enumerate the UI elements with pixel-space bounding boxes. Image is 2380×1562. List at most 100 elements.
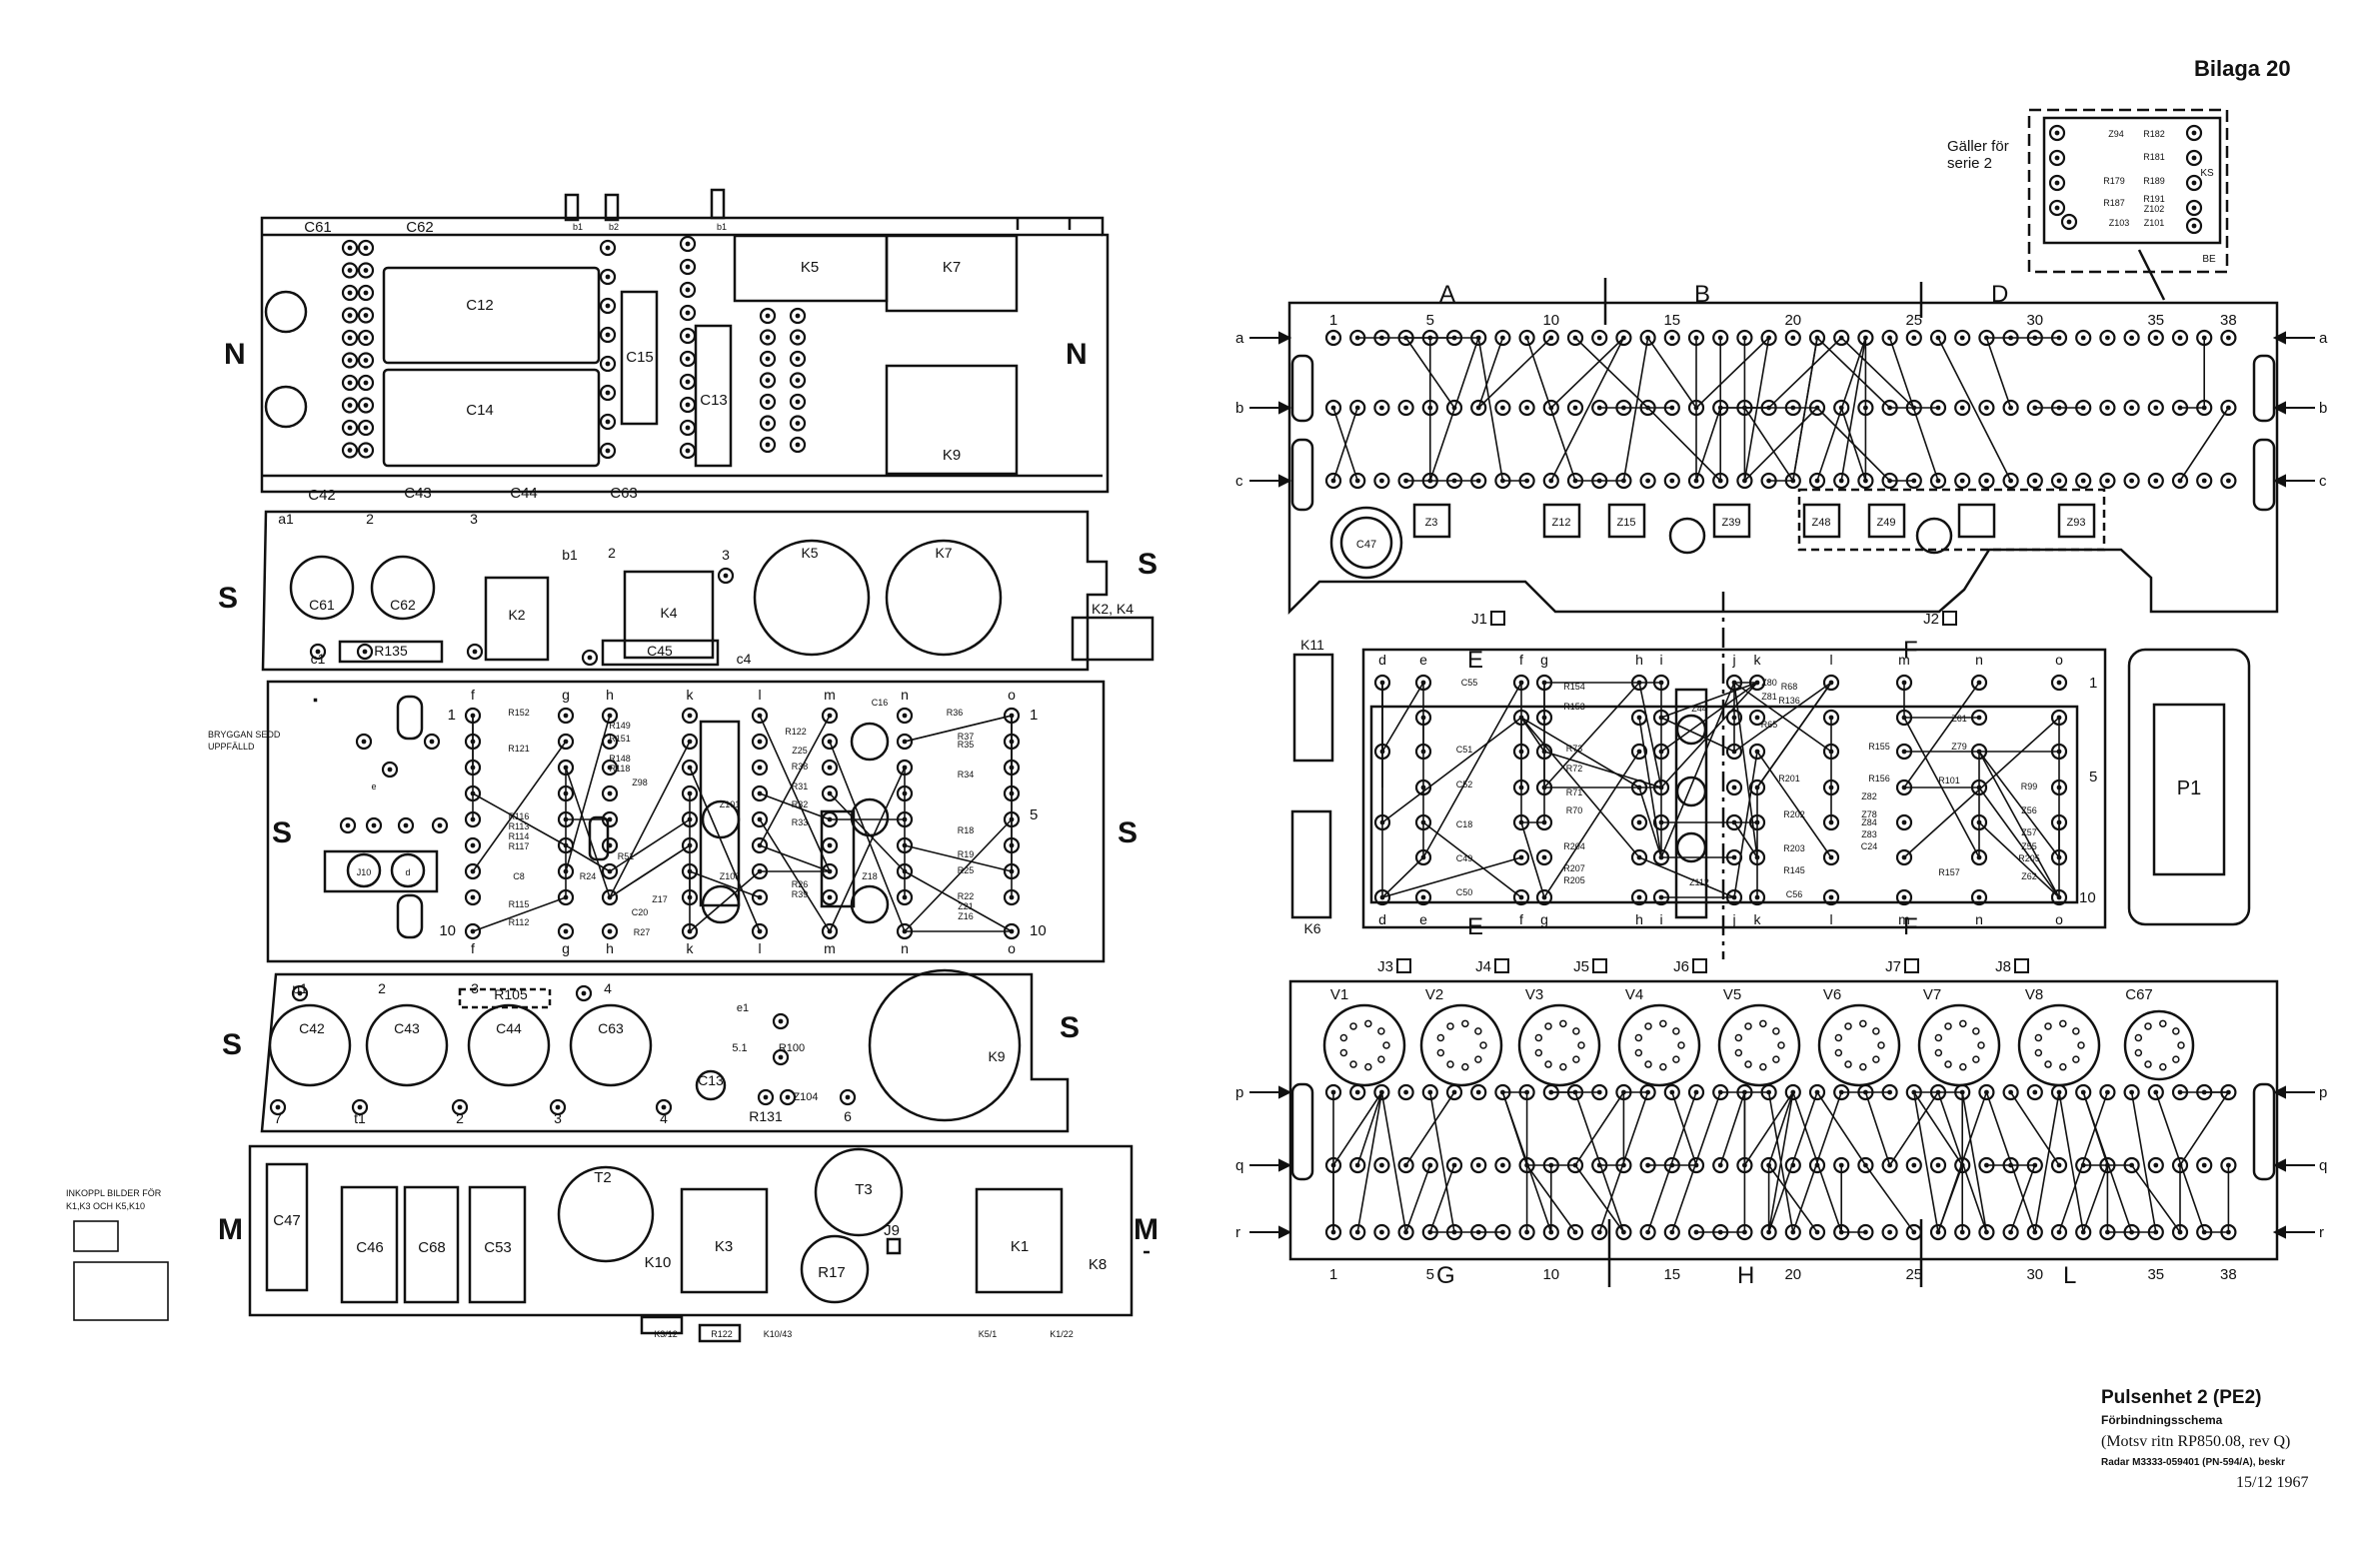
pad-hole bbox=[685, 333, 691, 339]
tube-pin bbox=[1349, 1060, 1357, 1068]
panel-s2-pad bbox=[821, 922, 839, 940]
pad-hole bbox=[2191, 223, 2197, 229]
tube-pin bbox=[1364, 1062, 1372, 1071]
mid-part-label: C51 bbox=[1456, 745, 1473, 755]
panel-m-label: K5/1 bbox=[979, 1329, 998, 1339]
pad-bottom-p-35 bbox=[2147, 1083, 2164, 1101]
pad-hole bbox=[2105, 335, 2110, 341]
pad-top-a-10 bbox=[1542, 329, 1559, 347]
jumper-table-2 bbox=[73, 1261, 169, 1321]
panel-m-label: K10/43 bbox=[764, 1329, 793, 1339]
tube-label: V1 bbox=[1330, 986, 1348, 1003]
pad-hole bbox=[1636, 894, 1642, 900]
pad-top-b-6 bbox=[1445, 399, 1463, 417]
pad-hole bbox=[2201, 478, 2207, 484]
panel-s1 bbox=[261, 510, 1155, 672]
wire bbox=[2082, 1091, 2133, 1233]
tube-pin bbox=[1959, 1019, 1967, 1028]
pad-hole bbox=[1524, 405, 1529, 411]
tube-pin bbox=[1677, 1041, 1685, 1049]
column-number-top: 35 bbox=[2147, 312, 2164, 329]
wire bbox=[1429, 1091, 1455, 1233]
tube-pin bbox=[1877, 1041, 1885, 1049]
wire bbox=[1816, 1091, 1867, 1166]
panel-s2-part-label: R19 bbox=[958, 849, 975, 859]
section-ticks bbox=[1603, 278, 1923, 1287]
pad-bottom-q-35 bbox=[2147, 1156, 2164, 1174]
tube-pin bbox=[1734, 1048, 1743, 1057]
panel-n-label: K7 bbox=[943, 259, 961, 276]
wire bbox=[689, 767, 761, 932]
pad-hole bbox=[347, 380, 353, 386]
pad-hole bbox=[763, 1094, 769, 1100]
column-number-top: 25 bbox=[1905, 312, 1922, 329]
pad-top-b-22 bbox=[1833, 399, 1850, 417]
side-label-s3-left: S bbox=[222, 1028, 242, 1061]
pad-hole bbox=[1669, 478, 1675, 484]
panel-s2-pad bbox=[821, 836, 839, 854]
panel-s2-part-label: R32 bbox=[792, 799, 809, 809]
column-number-top: 20 bbox=[1784, 312, 1801, 329]
tube-pin bbox=[1934, 1033, 1943, 1042]
panel-s2-pad bbox=[601, 784, 619, 802]
wire bbox=[1767, 1091, 1818, 1233]
panel-n-pad bbox=[599, 326, 617, 344]
wire bbox=[1743, 407, 1794, 482]
panel-s2-row-10-right: 10 bbox=[1030, 922, 1047, 939]
tube-label: V5 bbox=[1723, 986, 1741, 1003]
pad-hole bbox=[685, 241, 691, 247]
panel-n-pad bbox=[789, 372, 807, 389]
inset-pad bbox=[2048, 124, 2066, 142]
wire bbox=[2130, 1164, 2181, 1233]
wire bbox=[1381, 856, 1424, 898]
mid-part-label: Z56 bbox=[2021, 805, 2037, 815]
panel-s2-part-label: R27 bbox=[634, 927, 651, 937]
pad-hole bbox=[605, 448, 611, 454]
panel-s2-col-letter: l bbox=[758, 687, 761, 703]
wire bbox=[904, 715, 1013, 743]
wire bbox=[1937, 1164, 1963, 1233]
inset-pad bbox=[2185, 217, 2203, 235]
side-label-n-left: N bbox=[224, 338, 246, 371]
pad-top-c-14 bbox=[1639, 472, 1656, 490]
mid-part-label: R202 bbox=[1783, 809, 1805, 819]
jack-label: J1 bbox=[1471, 611, 1487, 628]
pad-hole bbox=[315, 649, 321, 655]
panel-s2-pad bbox=[355, 733, 373, 751]
jack bbox=[1692, 958, 1707, 973]
wire bbox=[1816, 337, 1891, 409]
panel-s3-label: C63 bbox=[598, 1020, 624, 1036]
panel-s1-pad bbox=[717, 567, 735, 585]
jumper-note-1: INKOPPL BILDER FÖR bbox=[66, 1188, 162, 1198]
mid-part-label: R156 bbox=[1868, 774, 1890, 783]
pad-hole bbox=[765, 421, 771, 426]
panel-s2-pad bbox=[381, 761, 399, 779]
tube-pin bbox=[1349, 1022, 1357, 1030]
panel-s2-pad bbox=[821, 888, 839, 906]
mid-column-letter: f bbox=[1519, 652, 1523, 668]
inset-part-label: R191 bbox=[2143, 194, 2165, 204]
panel-s2-part-label: R151 bbox=[609, 734, 631, 744]
top-component-label: C47 bbox=[1356, 539, 1376, 551]
wire bbox=[1888, 1091, 1939, 1166]
pad-top-c-10 bbox=[1542, 472, 1559, 490]
wire bbox=[759, 715, 831, 846]
pad-top-a-34 bbox=[2123, 329, 2140, 347]
mid-row-1: 1 bbox=[2089, 675, 2097, 692]
pad-top-c-28 bbox=[1978, 472, 1995, 490]
pad-top-a-22 bbox=[1833, 329, 1850, 347]
pad-hole bbox=[2129, 335, 2135, 341]
pad-hole bbox=[347, 448, 353, 453]
wire bbox=[1477, 337, 1552, 409]
pad-bottom-p-28 bbox=[1978, 1083, 1995, 1101]
tube-pin bbox=[1734, 1033, 1743, 1042]
panel-n-pad bbox=[679, 350, 697, 368]
panel-s2-pad bbox=[821, 733, 839, 751]
panel-n-pad bbox=[357, 239, 375, 257]
pad-hole bbox=[2080, 405, 2086, 411]
wire bbox=[565, 844, 611, 872]
panel-n-label: C13 bbox=[700, 392, 728, 409]
tube-pin bbox=[1672, 1055, 1680, 1063]
jack-label: J8 bbox=[1995, 958, 2011, 975]
panel-s2-pad bbox=[339, 816, 357, 834]
